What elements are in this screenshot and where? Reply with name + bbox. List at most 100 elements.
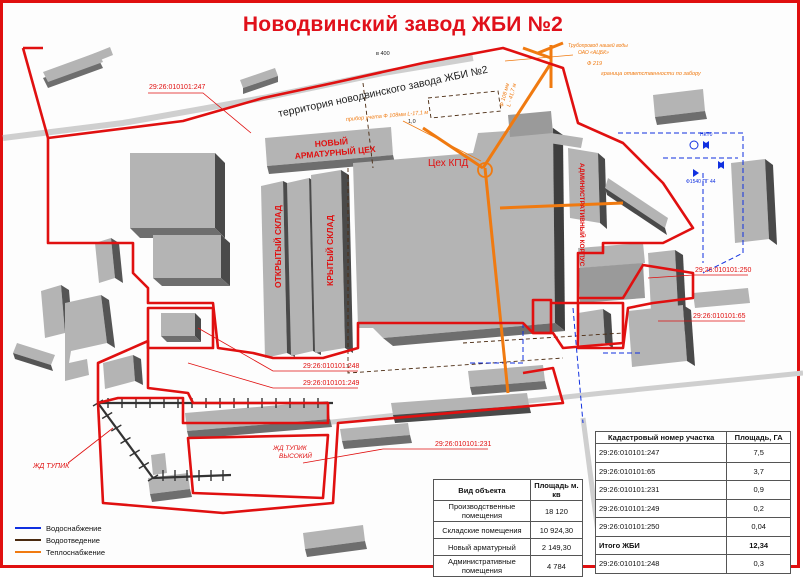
legend-item: Теплоснабжение [15, 546, 105, 558]
table-cell: Новый арматурный [433, 538, 531, 556]
water-lines [468, 132, 744, 424]
callout-248: 29:26:010101:248 [303, 363, 360, 370]
table-cell: 29:26:010101:250 [594, 517, 728, 537]
building [303, 525, 367, 557]
table-header-row: Вид объекта Площадь м. кв [433, 479, 584, 501]
legend-swatch [15, 527, 41, 529]
border-note-label-1: граница ответственности по забору [601, 71, 702, 77]
admin-building-label: АДМИНИСТРАТИВНЫЙ КОРПУС [578, 163, 587, 267]
boundary-231 [96, 366, 565, 515]
marker-400-label: в 400 [376, 51, 390, 57]
table-cell: 0,3 [726, 554, 791, 574]
rail-high-label-1: ЖД ТУПИК [272, 445, 308, 452]
table-cell: 7,5 [726, 443, 791, 463]
building [265, 127, 395, 174]
table-cell: 0,04 [726, 517, 791, 537]
callout-65: 29:26:010101:65 [693, 313, 746, 320]
table-cell: 18 120 [529, 500, 584, 522]
table-cell: 29:26:010101:248 [594, 554, 728, 574]
building [161, 313, 201, 342]
building [605, 178, 668, 235]
table-header: Кадастровый номер участка [594, 431, 728, 444]
table-cell: Производственные помещения [433, 500, 531, 522]
main-pipe-note-2: ОАО «АЦБК» [578, 50, 609, 56]
table-cell: Административные помещения [433, 555, 531, 577]
building [628, 305, 695, 367]
pipe-219-label: Ф 219 [587, 61, 602, 67]
table-header: Площадь, ГА [726, 431, 791, 444]
table-cell: Складские помещения [433, 521, 531, 539]
table-cell: 29:26:010101:65 [594, 461, 728, 481]
cadastral-callouts: 29:26:010101:247 29:26:010101:250 29:26:… [149, 84, 752, 448]
table-cell: 2 149,30 [529, 538, 584, 556]
site-map: территория новодвинского завода ЖБИ №2 Н… [2, 41, 803, 572]
building [549, 133, 583, 148]
legend-label: Водоотведение [46, 535, 100, 545]
building [578, 309, 613, 348]
building [240, 68, 278, 94]
water-tag-2: Ф1540 ПГ 44 [686, 179, 716, 185]
table-cell: 0,2 [726, 498, 791, 518]
callout-leaders [67, 92, 748, 464]
building [185, 401, 332, 439]
table-header-row: Кадастровый номер участка Площадь, ГА [594, 431, 791, 444]
rail-tie [147, 474, 159, 482]
water-fittings [689, 140, 724, 177]
sewer-lines [347, 82, 624, 374]
building [653, 89, 707, 125]
boundary-248 [146, 306, 215, 350]
building [731, 159, 777, 245]
heat-thin [402, 54, 574, 162]
boundary-65 [551, 263, 695, 350]
table-cell: 4 784 [529, 555, 584, 577]
kpd-workshop-label: Цех КПД [428, 158, 469, 169]
water-tag-1: НКТ0 [700, 132, 713, 138]
kpd-node [477, 162, 493, 178]
objects-area-table: Вид объекта Площадь м. кв Производственн… [433, 479, 584, 577]
buildings [13, 47, 777, 557]
building [353, 128, 565, 346]
covered-warehouse-label: КРЫТЫЙ СКЛАД [324, 215, 335, 286]
building [103, 355, 143, 389]
rail-tie [101, 411, 113, 420]
building [568, 148, 607, 229]
table-cell: Итого ЖБИ [594, 535, 728, 555]
open-warehouse-label: ОТКРЫТЫЙ СКЛАД [272, 205, 283, 288]
armatura-label-1: НОВЫЙ [314, 135, 348, 149]
table-cell: 10 924,30 [529, 521, 584, 539]
property-boundaries [21, 46, 695, 515]
rail-high-label-2: ВЫСОКИЙ [279, 451, 312, 460]
heat-lines [422, 41, 624, 394]
rail-tie [138, 461, 150, 470]
legend-swatch [15, 551, 41, 553]
legend-item: Водоснабжение [15, 522, 105, 534]
rail-dead-end-label: ЖД ТУПИК [32, 463, 70, 470]
table-cell: 0,9 [726, 480, 791, 500]
rail-ties [92, 398, 319, 482]
cadastre-table: Кадастровый номер участка Площадь, ГА 29… [594, 431, 791, 574]
page-title: Новодвинский завод ЖБИ №2 [242, 13, 564, 36]
rail-tie [129, 449, 141, 457]
table-cell: 29:26:010101:247 [594, 443, 728, 463]
legend-item: Водоотведение [15, 534, 105, 546]
boundary-250 [531, 298, 553, 335]
callout-231: 29:26:010101:231 [435, 441, 492, 448]
table-header: Площадь м. кв [529, 479, 584, 501]
building [311, 170, 353, 353]
boundary-249 [96, 339, 330, 425]
callout-249: 29:26:010101:249 [303, 380, 360, 387]
callout-250: 29:26:010101:250 [695, 267, 752, 274]
main-pipe-note-1: Трубопровод нашей воды [568, 42, 628, 49]
building [75, 47, 113, 69]
building [13, 343, 55, 371]
